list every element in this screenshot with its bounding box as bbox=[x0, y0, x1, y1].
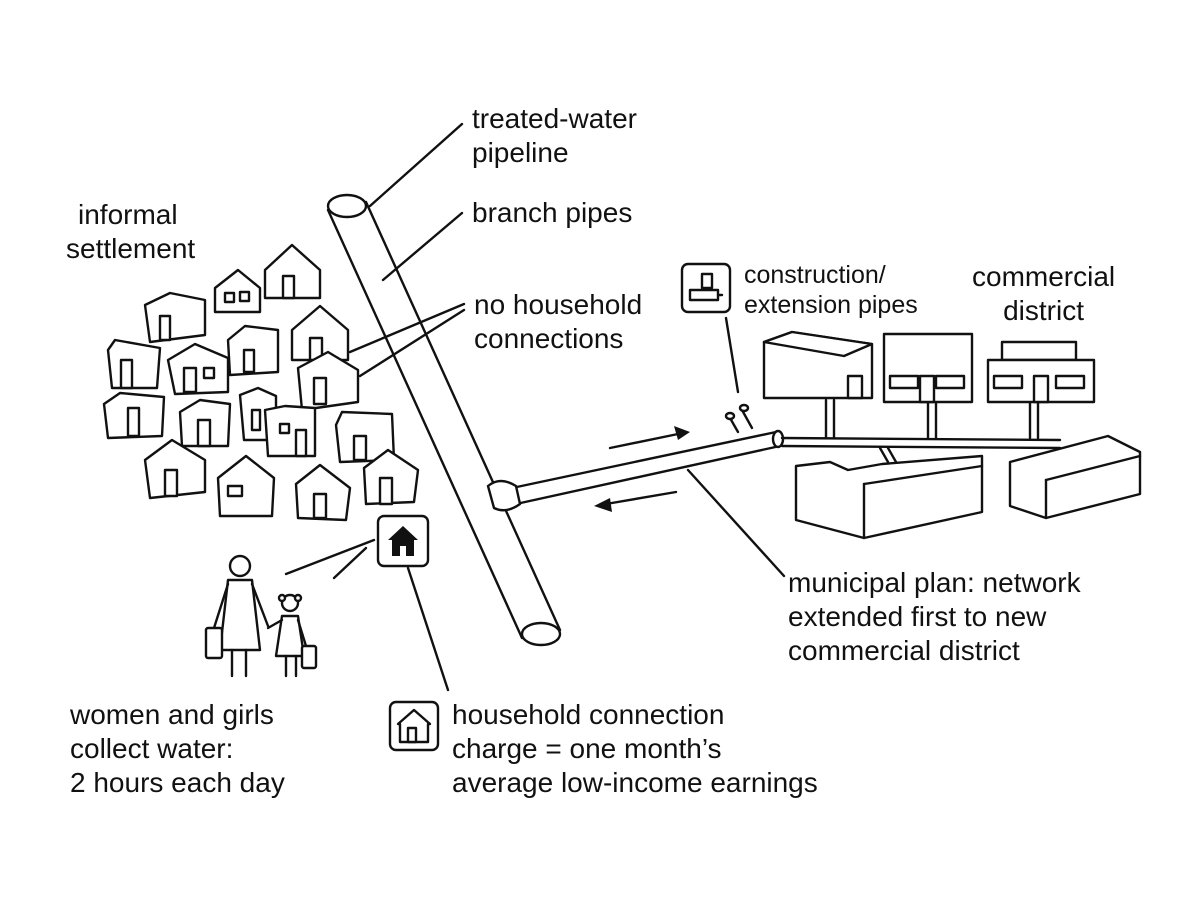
label-line: 2 hours each day bbox=[70, 767, 285, 798]
settlement-house bbox=[143, 438, 207, 500]
label-branch-pipes: branch pipes bbox=[472, 197, 633, 228]
settlement-house bbox=[334, 410, 396, 464]
informal-settlement-houses bbox=[102, 243, 420, 522]
settlement-house bbox=[290, 304, 350, 362]
distribution-network bbox=[780, 398, 1062, 464]
label-municipal-plan: municipal plan: network extended first t… bbox=[788, 566, 1081, 668]
label-line: connections bbox=[474, 323, 624, 354]
label-line: informal bbox=[78, 199, 178, 230]
label-line: treated-water bbox=[472, 103, 637, 134]
house-icon bbox=[376, 514, 430, 568]
commercial-building bbox=[882, 332, 974, 404]
label-line: settlement bbox=[66, 233, 196, 264]
label-line: district bbox=[1003, 295, 1085, 326]
label-line: charge = one month’s bbox=[452, 733, 722, 764]
label-line: extension pipes bbox=[744, 291, 918, 319]
settlement-house bbox=[226, 324, 280, 377]
pipe-fitting-icon bbox=[680, 262, 732, 314]
commercial-building bbox=[1008, 434, 1142, 520]
label-informal-settlement: informal settlement bbox=[66, 198, 195, 266]
flow-arrows bbox=[594, 426, 690, 512]
label-line: household connection bbox=[452, 699, 725, 730]
treated-water-pipeline bbox=[326, 193, 562, 647]
label-line: extended first to new bbox=[788, 601, 1047, 632]
commercial-buildings bbox=[762, 330, 1142, 540]
settlement-house bbox=[294, 463, 352, 522]
label-line: pipeline bbox=[472, 137, 569, 168]
label-line: average low-income earnings bbox=[452, 767, 818, 798]
settlement-house bbox=[263, 404, 317, 458]
commercial-building bbox=[794, 454, 984, 540]
label-line: commercial bbox=[972, 261, 1116, 292]
extension-pipes bbox=[724, 403, 754, 434]
settlement-house bbox=[362, 448, 420, 506]
commercial-building bbox=[762, 330, 874, 400]
settlement-house bbox=[213, 268, 262, 314]
settlement-house bbox=[263, 243, 322, 300]
branch-pipe bbox=[486, 429, 785, 512]
settlement-house bbox=[296, 350, 360, 412]
label-line: commercial district bbox=[788, 635, 1020, 666]
label-line: women and girls bbox=[70, 699, 274, 730]
label-treated-water-pipeline: treated-water pipeline bbox=[472, 102, 637, 170]
label-line: construction/ bbox=[744, 261, 886, 289]
label-connection-charge: household connection charge = one month’… bbox=[452, 698, 818, 800]
label-construction-extension-pipes: construction/ extension pipes bbox=[744, 260, 918, 320]
label-line: municipal plan: network bbox=[788, 567, 1081, 598]
woman-and-girl bbox=[204, 554, 318, 678]
commercial-building bbox=[986, 340, 1096, 404]
label-women-and-girls: women and girls collect water: 2 hours e… bbox=[70, 698, 285, 800]
settlement-house bbox=[102, 391, 166, 440]
settlement-house bbox=[143, 291, 207, 344]
label-no-household-connections: no household connections bbox=[474, 288, 642, 356]
settlement-house bbox=[178, 398, 232, 448]
house-tap-icon bbox=[388, 700, 440, 752]
label-line: no household bbox=[474, 289, 643, 320]
label-line: collect water: bbox=[70, 733, 234, 764]
label-commercial-district: commercial district bbox=[972, 260, 1115, 328]
settlement-house bbox=[166, 342, 230, 396]
settlement-house bbox=[106, 338, 162, 390]
settlement-house bbox=[216, 454, 276, 518]
leader-lines bbox=[284, 122, 786, 692]
